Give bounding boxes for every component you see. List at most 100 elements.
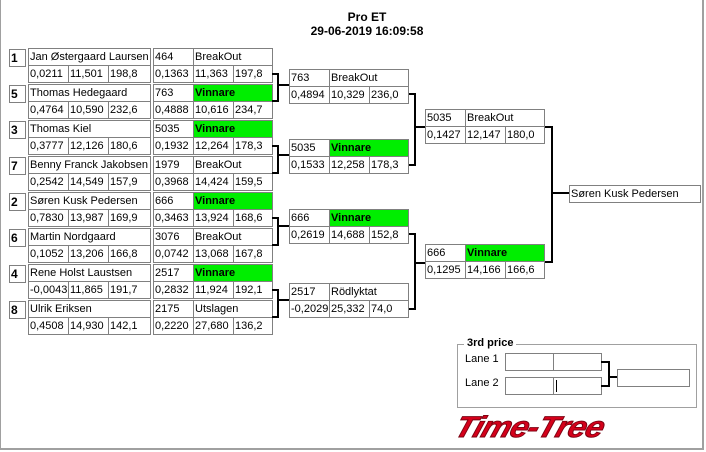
round2-reaction-time: 0,1533	[289, 156, 330, 174]
round1-status: Vinnare	[193, 120, 273, 138]
connector	[414, 126, 425, 128]
connector	[277, 73, 279, 102]
racer-name: Jan Østergaard Laursen	[28, 48, 151, 66]
round2-number: 2517	[289, 283, 330, 301]
qualifying-reaction-time: 0,4508	[28, 317, 69, 335]
qualifying-elapsed-time: 13,206	[68, 245, 109, 263]
round1-elapsed-time: 11,363	[193, 65, 234, 83]
round1-number: 763	[153, 84, 194, 102]
qualifying-speed: 169,9	[108, 209, 151, 227]
connector	[601, 361, 609, 363]
lane-2-status-input[interactable]	[553, 377, 602, 395]
lane-2-number-input[interactable]	[505, 377, 554, 395]
round1-speed: 192,1	[233, 281, 273, 299]
seed-number: 1	[9, 49, 26, 67]
connector	[272, 172, 279, 174]
connector	[279, 154, 289, 156]
round1-status: Vinnare	[193, 84, 273, 102]
round1-reaction-time: 0,4888	[153, 101, 194, 119]
round1-number: 5035	[153, 120, 194, 138]
qualifying-elapsed-time: 13,987	[68, 209, 109, 227]
connector	[409, 164, 416, 166]
round1-reaction-time: 0,3968	[153, 173, 194, 191]
connector	[608, 376, 617, 378]
qualifying-reaction-time: 0,0211	[28, 65, 69, 83]
racer-name: Martin Nordgaard	[28, 228, 151, 246]
round2-elapsed-time: 25,332	[329, 300, 370, 318]
round2-status: Vinnare	[329, 209, 409, 227]
round1-speed: 168,6	[233, 209, 273, 227]
qualifying-elapsed-time: 12,126	[68, 137, 109, 155]
round1-speed: 234,7	[233, 101, 273, 119]
round3-status: BreakOut	[465, 109, 545, 127]
round1-speed: 159,5	[233, 173, 273, 191]
lane-1-number-input[interactable]	[505, 353, 554, 371]
round2-status: Rödlyktat	[329, 283, 409, 301]
round2-number: 763	[289, 69, 330, 87]
round2-speed: 74,0	[369, 300, 409, 318]
round2-number: 5035	[289, 139, 330, 157]
round1-status: BreakOut	[193, 156, 273, 174]
seed-number: 6	[9, 229, 26, 247]
round1-reaction-time: 0,2832	[153, 281, 194, 299]
connector	[277, 145, 279, 174]
connector	[601, 385, 609, 387]
lane-1-status-input[interactable]	[553, 353, 602, 371]
connector	[545, 261, 553, 263]
qualifying-reaction-time: 0,7830	[28, 209, 69, 227]
connector	[545, 126, 553, 128]
round1-number: 1979	[153, 156, 194, 174]
connector	[272, 73, 279, 75]
qualifying-elapsed-time: 11,865	[68, 281, 109, 299]
connector	[277, 289, 279, 318]
qualifying-elapsed-time: 10,590	[68, 101, 109, 119]
connector	[551, 192, 569, 194]
qualifying-elapsed-time: 14,549	[68, 173, 109, 191]
connector	[608, 361, 610, 387]
qualifying-speed: 166,8	[108, 245, 151, 263]
connector	[272, 217, 279, 219]
round3-speed: 166,6	[505, 261, 545, 279]
date-time: 29-06-2019 16:09:58	[310, 24, 424, 38]
connector	[272, 100, 279, 102]
connector	[272, 244, 279, 246]
seed-number: 4	[9, 265, 26, 283]
connector	[272, 289, 279, 291]
round1-number: 464	[153, 48, 194, 66]
round3-speed: 180,0	[505, 126, 545, 144]
qualifying-reaction-time: 0,1052	[28, 245, 69, 263]
round3-elapsed-time: 14,166	[465, 261, 506, 279]
round2-reaction-time: -0,2029	[289, 300, 330, 318]
round1-status: BreakOut	[193, 228, 273, 246]
round1-elapsed-time: 27,680	[193, 317, 234, 335]
connector	[272, 316, 279, 318]
connector	[409, 233, 416, 235]
round1-speed: 167,8	[233, 245, 273, 263]
qualifying-reaction-time: -0,0043	[28, 281, 69, 299]
final-winner: Søren Kusk Pedersen	[569, 185, 701, 203]
connector	[272, 145, 279, 147]
qualifying-speed: 142,1	[108, 317, 151, 335]
round1-status: Vinnare	[193, 264, 273, 282]
seed-number: 5	[9, 85, 26, 103]
racer-name: Ulrik Eriksen	[28, 300, 151, 318]
round2-elapsed-time: 14,688	[329, 226, 370, 244]
seed-number: 8	[9, 301, 26, 319]
text-cursor	[556, 380, 557, 392]
page-title: Pro ET	[347, 10, 387, 24]
round1-number: 666	[153, 192, 194, 210]
qualifying-speed: 191,7	[108, 281, 151, 299]
round1-reaction-time: 0,2220	[153, 317, 194, 335]
round2-reaction-time: 0,4894	[289, 86, 330, 104]
connector	[279, 225, 289, 227]
round2-status: Vinnare	[329, 139, 409, 157]
qualifying-elapsed-time: 11,501	[68, 65, 109, 83]
round1-status: BreakOut	[193, 48, 273, 66]
connector	[279, 299, 289, 301]
qualifying-reaction-time: 0,2542	[28, 173, 69, 191]
round3-reaction-time: 0,1295	[425, 261, 466, 279]
round1-status: Utslagen	[193, 300, 273, 318]
seed-number: 2	[9, 193, 26, 211]
round1-elapsed-time: 11,924	[193, 281, 234, 299]
round1-elapsed-time: 14,424	[193, 173, 234, 191]
